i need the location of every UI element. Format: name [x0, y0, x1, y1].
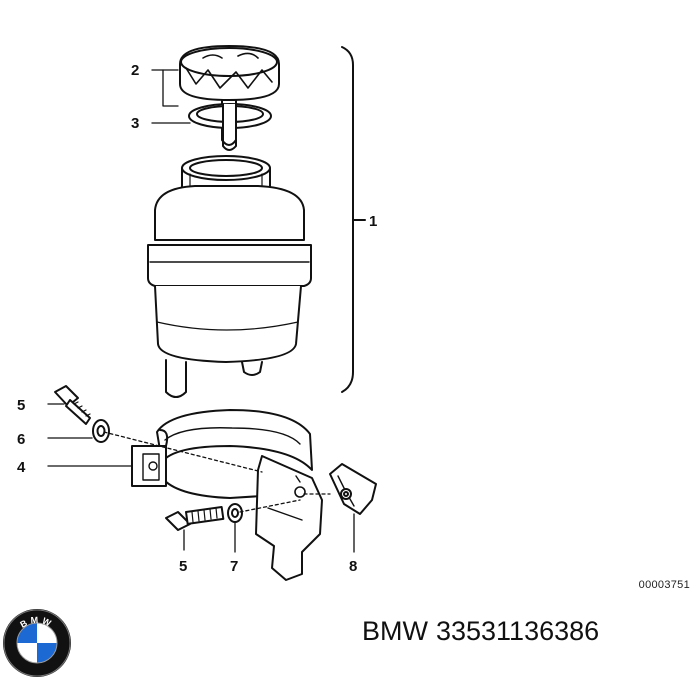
- callout-1: 1: [369, 213, 377, 230]
- diagram-reference-code: 00003751: [638, 579, 690, 591]
- callout-8: 8: [349, 558, 357, 575]
- callout-2: 2: [131, 62, 139, 79]
- part-number: 33531136386: [435, 616, 600, 646]
- reservoir-body: [147, 155, 312, 398]
- callout-6: 6: [17, 431, 25, 448]
- bolt-upper: [54, 385, 91, 425]
- sealing-ring: [188, 103, 272, 151]
- bmw-roundel-icon: BMW: [3, 609, 71, 677]
- callout-3: 3: [131, 115, 139, 132]
- washer-lower: [227, 503, 243, 523]
- callout-4: 4: [17, 459, 26, 476]
- mounting-plate: [255, 455, 323, 581]
- bolt-lower: [165, 505, 225, 531]
- clamp-band: [131, 409, 313, 499]
- svg-text:BMW: BMW: [18, 615, 55, 630]
- clip-nut: [329, 463, 377, 515]
- leader-lines: [47, 69, 355, 553]
- washer: [92, 419, 110, 443]
- callout-5-upper: 5: [17, 397, 25, 414]
- assembly-bracket: [341, 46, 354, 393]
- callout-5-lower: 5: [179, 558, 187, 575]
- callout-7: 7: [230, 558, 238, 575]
- brand-name: BMW: [362, 616, 428, 646]
- parts-diagram: 1 2 3 5 6 4 5 7 8: [17, 45, 377, 581]
